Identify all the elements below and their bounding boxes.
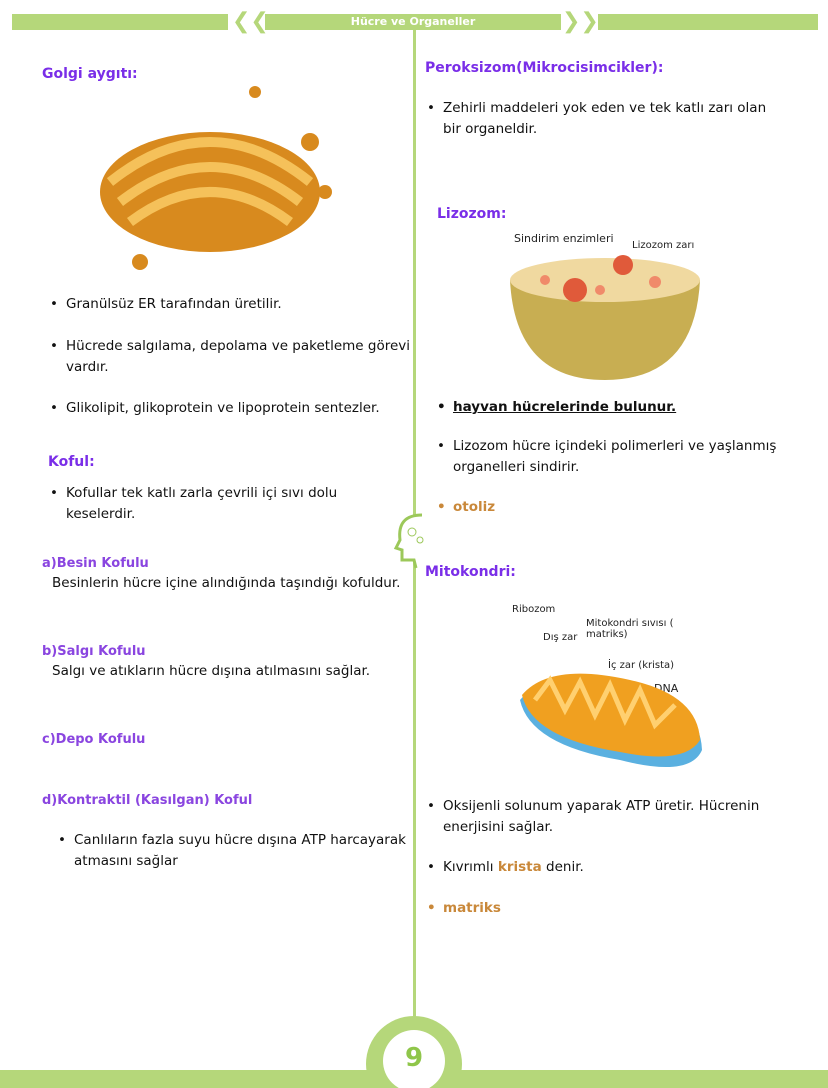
golgi-bullet-3: Glikolipit, glikoprotein ve lipoprotein … [46, 398, 426, 419]
label-ribozom: Ribozom [512, 604, 556, 615]
text-kivrimli: Kıvrımlı [443, 859, 494, 875]
mitokondri-heading: Mitokondri: [425, 564, 516, 580]
depo-heading: c)Depo Kofulu [42, 732, 146, 747]
lizozom-image [510, 255, 700, 380]
golgi-heading: Golgi aygıtı: [42, 66, 138, 82]
lizozom-bullet-2: Lizozom hücre içindeki polimerleri ve ya… [433, 436, 798, 478]
peroksizom-heading: Peroksizom(Mikrocisimcikler): [425, 60, 664, 76]
label-lizozom-zari: Lizozom zarı [632, 240, 695, 251]
head-logo-icon [393, 513, 424, 569]
header-title: Hücre ve Organeller [265, 14, 561, 30]
label-ic-zar: İç zar (krista) [608, 660, 675, 671]
lizozom-heading: Lizozom: [437, 206, 507, 222]
label-dis-zar: Dış zar [543, 632, 578, 643]
page-number: 9 [383, 1030, 445, 1088]
chevron-right-icon: ❯❯ [562, 9, 599, 34]
text-denir: denir. [546, 859, 584, 875]
koful-heading: Koful: [48, 454, 95, 470]
koful-bullet: Kofullar tek katlı zarla çevrili içi sıv… [46, 483, 366, 525]
lizozom-bullet-1: hayvan hücrelerinde bulunur. [433, 397, 676, 418]
label-sindirim: Sindirim enzimleri [514, 232, 614, 245]
mitokondri-bullet-2: Kıvrımlı krista denir. [423, 857, 584, 878]
golgi-image [100, 86, 332, 270]
golgi-bullet-2: Hücrede salgılama, depolama ve paketleme… [46, 336, 416, 378]
mitokondri-bullet-1: Oksijenli solunum yaparak ATP üretir. Hü… [423, 796, 788, 838]
besin-text: Besinlerin hücre içine alındığında taşın… [52, 575, 401, 591]
lizozom-bullet-3: otoliz [433, 497, 495, 518]
mitokondri-bullet-3: matriks [423, 898, 501, 919]
peroksizom-bullet: Zehirli maddeleri yok eden ve tek katlı … [423, 98, 788, 140]
chevron-left-icon: ❮❮ [232, 9, 269, 34]
golgi-bullet-1: Granülsüz ER tarafından üretilir. [46, 294, 426, 315]
salgi-text: Salgı ve atıkların hücre dışına atılması… [52, 663, 371, 679]
besin-heading: a)Besin Kofulu [42, 556, 149, 571]
salgi-heading: b)Salgı Kofulu [42, 644, 146, 659]
text-krista: krista [497, 859, 542, 875]
label-matriks: Mitokondri sıvısı ( matriks) [586, 618, 674, 640]
mitokondri-image [520, 673, 702, 768]
kontraktil-bullet: Canlıların fazla suyu hücre dışına ATP h… [54, 830, 419, 872]
kontraktil-heading: d)Kontraktil (Kasılgan) Koful [42, 793, 253, 808]
